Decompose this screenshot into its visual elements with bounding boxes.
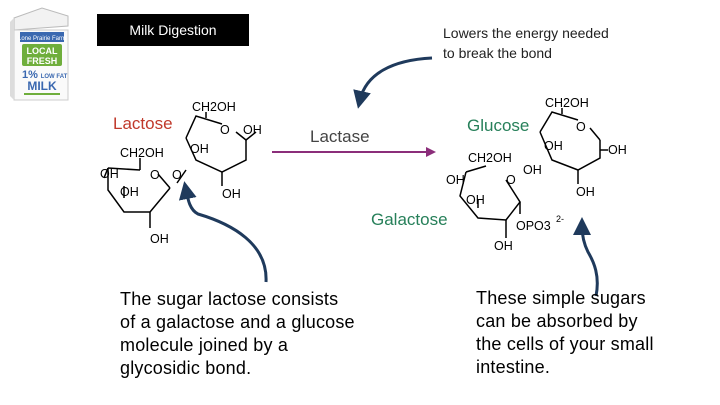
- lactose-glucose-ring: [185, 112, 257, 186]
- glucose-label: Glucose: [467, 116, 529, 135]
- galactose-label: Galactose: [371, 210, 448, 229]
- simple-caption-line-4: intestine.: [476, 357, 551, 377]
- glc-oh-2: OH: [608, 143, 627, 157]
- enzyme-note: Lowers the energy needed to break the bo…: [443, 23, 609, 63]
- gal-oh-3: OH: [150, 232, 169, 246]
- glycosidic-bond: [176, 169, 187, 184]
- galp-ch2oh: CH2OH: [468, 151, 512, 165]
- glc-oh-1: OH: [544, 139, 563, 153]
- milk-local: LOCAL: [27, 46, 58, 56]
- galp-oh-2: OH: [466, 193, 485, 207]
- enzyme-note-line-1: Lowers the energy needed: [443, 25, 609, 41]
- galp-oh-1: OH: [446, 173, 465, 187]
- galp-oh-3: OH: [494, 239, 513, 253]
- galp-phosphate: OPO3: [516, 219, 551, 233]
- simple-caption-line-2: can be absorbed by: [476, 311, 638, 331]
- lactose-caption-line-4: glycosidic bond.: [120, 358, 252, 378]
- gal-oh-1: OH: [100, 167, 119, 181]
- glycosidic-o: O: [172, 168, 182, 182]
- lac-ch2oh: CH2OH: [192, 100, 236, 114]
- lac-oh-3: OH: [222, 187, 241, 201]
- milk-carton-icon: Lone Prairie Farm LOCAL FRESH 1% LOW FAT…: [10, 7, 69, 101]
- lactose-caption: The sugar lactose consists of a galactos…: [120, 288, 355, 380]
- milk-lowfat: LOW FAT: [41, 74, 68, 80]
- milk-word: MILK: [27, 79, 57, 93]
- lactase-label: Lactase: [310, 127, 370, 146]
- gal-oh-2: OH: [120, 185, 139, 199]
- gal-ch2oh: CH2OH: [120, 146, 164, 160]
- lactose-galactose-ring: [103, 158, 171, 228]
- lac-oh-2: OH: [190, 142, 209, 156]
- curved-pointer-arrow-icon: [573, 217, 599, 297]
- lactose-caption-line-1: The sugar lactose consists: [120, 289, 339, 309]
- enzyme-note-line-2: to break the bond: [443, 45, 552, 61]
- lactose-label: Lactose: [113, 114, 173, 133]
- product-galactose-ring: [459, 165, 521, 238]
- gal-ring-o: O: [150, 168, 160, 182]
- curved-pointer-arrow-icon: [178, 181, 268, 283]
- glc-ch2oh: CH2OH: [545, 96, 589, 110]
- simple-caption-line-1: These simple sugars: [476, 288, 646, 308]
- lactose-caption-line-2: of a galactose and a glucose: [120, 312, 355, 332]
- glc-ring-o: O: [576, 120, 586, 134]
- simple-caption-line-3: the cells of your small: [476, 334, 654, 354]
- milk-percent: 1%: [22, 69, 38, 81]
- simple-sugars-caption: These simple sugars can be absorbed by t…: [476, 287, 654, 379]
- galp-charge: 2-: [556, 214, 564, 224]
- lactose-caption-line-3: molecule joined by a: [120, 335, 289, 355]
- milk-fresh: FRESH: [27, 56, 58, 66]
- galp-ring-o: O: [506, 173, 516, 187]
- lac-ring-o: O: [220, 123, 230, 137]
- product-glucose-ring: [539, 108, 608, 184]
- page-title: Milk Digestion: [97, 14, 249, 46]
- glc-oh-4: OH: [576, 185, 595, 199]
- lac-oh-1: OH: [243, 123, 262, 137]
- glc-oh-3: OH: [523, 163, 542, 177]
- milk-brand: Lone Prairie Farm: [18, 36, 66, 42]
- curved-pointer-arrow-icon: [353, 56, 433, 109]
